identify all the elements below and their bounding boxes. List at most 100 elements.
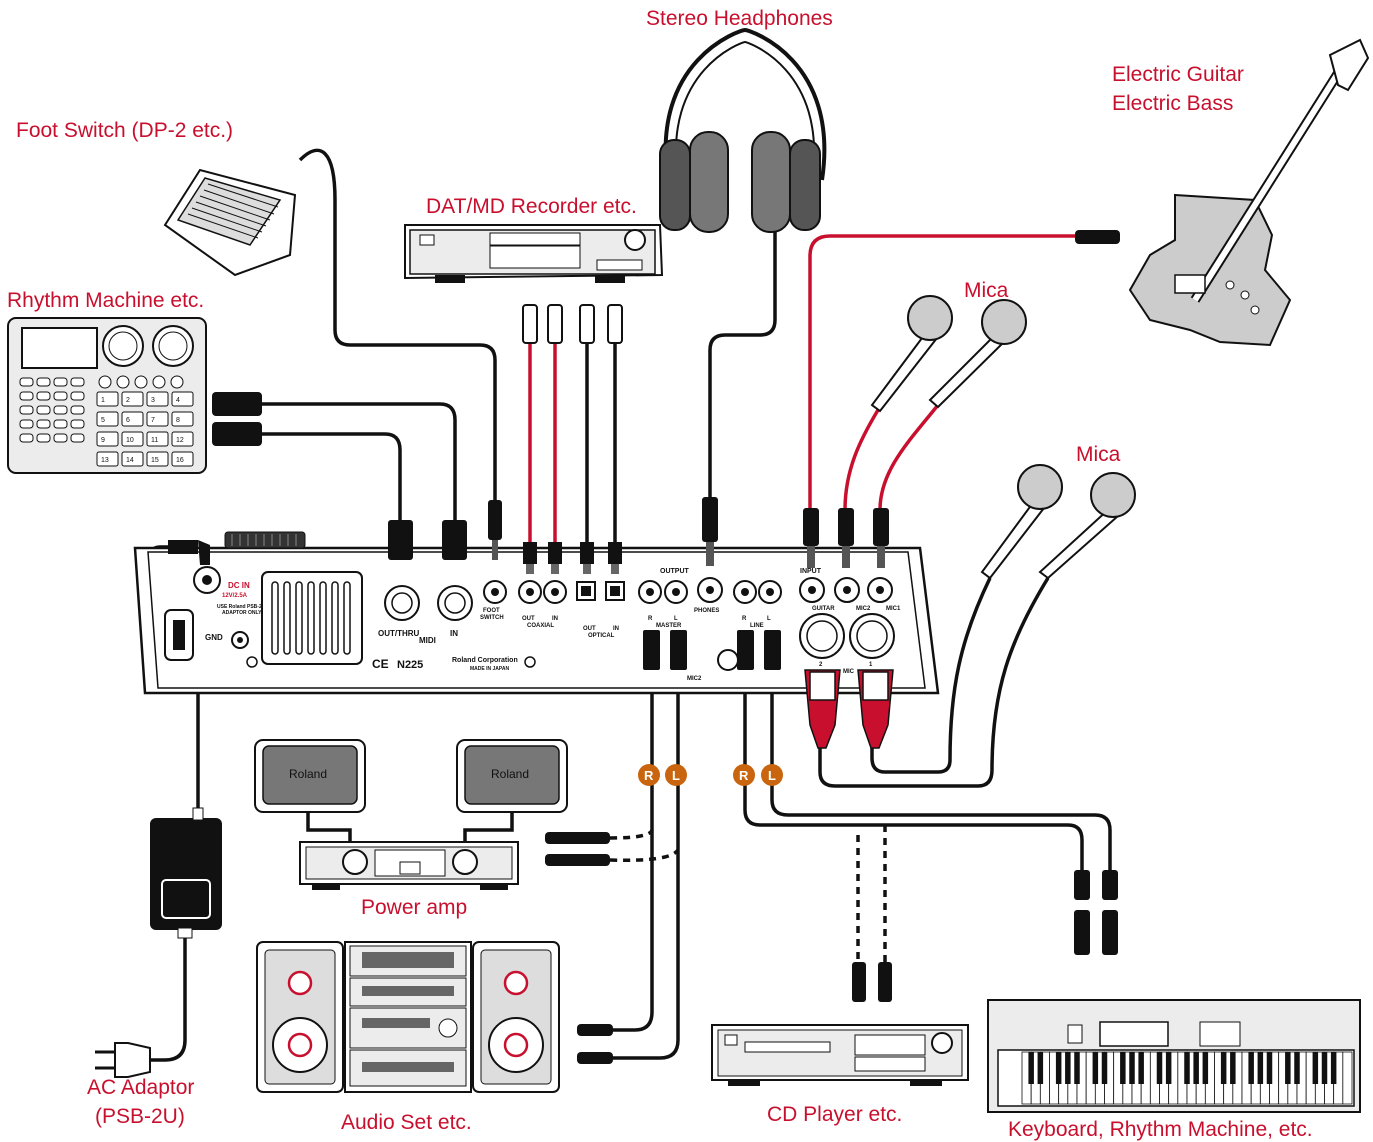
dc-in-label: DC IN xyxy=(228,581,250,590)
line-l-label: L xyxy=(767,616,771,622)
rhythm-pad-label: 10 xyxy=(126,437,134,444)
label-ac-adaptor-model: (PSB-2U) xyxy=(95,1105,185,1128)
dc-note-2: ADAPTOR ONLY xyxy=(222,610,262,616)
black-key xyxy=(1157,1052,1163,1084)
line-r-cable xyxy=(745,680,1082,870)
badge-master-r-text: R xyxy=(644,768,654,783)
foot-switch-label-2: SWITCH xyxy=(480,615,504,621)
rhythm-key xyxy=(54,378,67,386)
black-key xyxy=(1193,1052,1199,1084)
black-key xyxy=(1294,1052,1300,1084)
black-key xyxy=(1203,1052,1209,1084)
rhythm-pad-label: 13 xyxy=(101,457,109,464)
rhythm-key xyxy=(20,378,33,386)
rhythm-key xyxy=(37,420,50,428)
speaker-right-cable xyxy=(465,812,512,845)
microphones-right xyxy=(982,465,1135,578)
label-electric-guitar: Electric Guitar xyxy=(1112,63,1244,86)
power-amp xyxy=(300,842,518,890)
audio-set xyxy=(257,942,559,1092)
rhythm-key xyxy=(54,434,67,442)
rhythm-pad-label: 1 xyxy=(101,397,105,404)
rhythm-key xyxy=(37,434,50,442)
black-key xyxy=(1313,1052,1319,1084)
ac-adaptor xyxy=(95,808,222,1077)
line-l-plug xyxy=(764,630,781,670)
label-rhythm-machine: Rhythm Machine etc. xyxy=(7,289,204,312)
rhythm-key xyxy=(37,392,50,400)
audio-plug-r xyxy=(577,1024,613,1036)
rhythm-key xyxy=(71,406,84,414)
cd-player xyxy=(712,962,968,1086)
rhythm-key xyxy=(54,392,67,400)
rhythm-pad-label: 5 xyxy=(101,417,105,424)
midi-out-label: OUT/THRU xyxy=(378,629,420,638)
dat-plugs xyxy=(523,305,622,343)
black-key xyxy=(1267,1052,1273,1084)
rhythm-key xyxy=(71,434,84,442)
rhythm-pad-label: 7 xyxy=(151,417,155,424)
rhythm-pad-label: 3 xyxy=(151,397,155,404)
mic2-label: MIC2 xyxy=(856,606,871,612)
optical-in-label: IN xyxy=(613,626,619,632)
vent-grille xyxy=(262,572,362,664)
label-mica-right: Mica xyxy=(1076,443,1121,466)
rhythm-button xyxy=(171,376,183,388)
rhythm-pad-label: 8 xyxy=(176,417,180,424)
amp-cable-1 xyxy=(610,830,652,838)
midi-cable-1 xyxy=(262,404,455,525)
black-key xyxy=(1230,1052,1236,1084)
line-label: LINE xyxy=(750,623,764,629)
label-keyboard: Keyboard, Rhythm Machine, etc. xyxy=(1008,1118,1313,1141)
amp-plug-1 xyxy=(545,832,610,844)
monitor-speaker-right: Roland xyxy=(457,740,567,812)
midi-plug-in xyxy=(442,520,467,560)
rhythm-midi-plug-1 xyxy=(212,392,262,416)
ce-mark: CE xyxy=(372,657,389,671)
foot-switch xyxy=(165,170,295,275)
rhythm-key xyxy=(54,420,67,428)
guitar-plug xyxy=(803,508,819,546)
microphones-top xyxy=(872,296,1026,411)
master-label: MASTER xyxy=(656,623,682,629)
rhythm-key xyxy=(71,392,84,400)
rhythm-button xyxy=(99,376,111,388)
guitar-label: GUITAR xyxy=(812,606,835,612)
rhythm-pad-label: 15 xyxy=(151,457,159,464)
output-label: OUTPUT xyxy=(660,568,690,575)
phones-label: PHONES xyxy=(694,608,719,614)
label-stereo-headphones: Stereo Headphones xyxy=(646,7,833,30)
rhythm-pad-label: 2 xyxy=(126,397,130,404)
badge-line-l-text: L xyxy=(768,768,776,783)
gnd-label: GND xyxy=(205,633,223,642)
rhythm-pad-label: 4 xyxy=(176,397,180,404)
headphones-cable xyxy=(710,230,775,500)
master-r-cable xyxy=(610,680,652,1030)
master-r-plug xyxy=(643,630,660,670)
mic1-plug xyxy=(873,508,889,546)
rhythm-key xyxy=(20,406,33,414)
black-key xyxy=(1038,1052,1044,1084)
rhythm-pad-label: 9 xyxy=(101,437,105,444)
mic1-label: MIC1 xyxy=(886,606,901,612)
line-r-label: R xyxy=(742,616,747,622)
black-key xyxy=(1184,1052,1190,1084)
rhythm-key xyxy=(71,420,84,428)
company-name: Roland Corporation xyxy=(452,657,518,664)
midi-label: MIDI xyxy=(419,636,436,645)
label-mica-top: Mica xyxy=(964,279,1009,302)
black-key xyxy=(1065,1052,1071,1084)
rhythm-midi-plug-2 xyxy=(212,422,262,446)
black-key xyxy=(1166,1052,1172,1084)
monitor-speaker-left: Roland xyxy=(255,740,365,812)
rhythm-button xyxy=(135,376,147,388)
optical-out-label: OUT xyxy=(583,626,596,632)
ac-plug xyxy=(115,1043,150,1077)
rhythm-key xyxy=(20,434,33,442)
mic1-cable xyxy=(880,405,938,510)
black-key xyxy=(1120,1052,1126,1084)
dc-plug xyxy=(168,540,198,554)
label-cd-player: CD Player etc. xyxy=(767,1103,902,1126)
mic2-pad-label: MIC2 xyxy=(687,676,702,682)
